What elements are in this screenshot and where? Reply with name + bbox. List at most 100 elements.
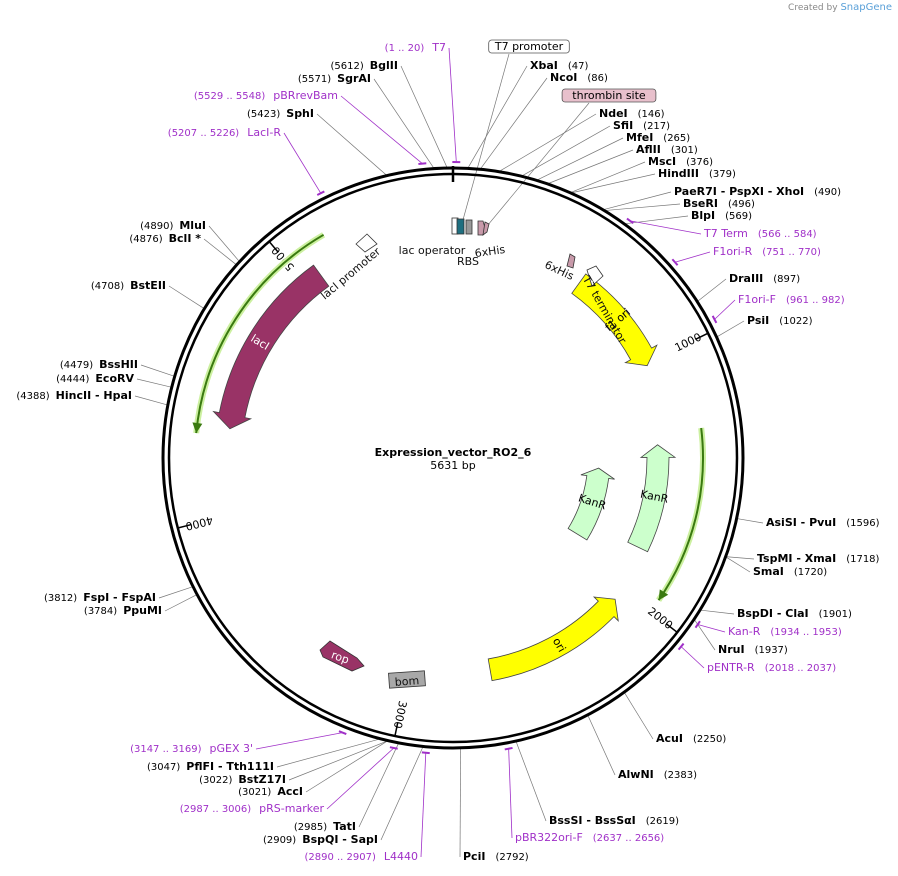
site-label: BseRI(496) [683,197,755,210]
site-leader-line [605,203,681,211]
small-feature-label: 6xHis [474,243,506,260]
site-leader-line [700,609,735,615]
site-leader-line [624,692,654,740]
site-label: BspDI - ClaI(1901) [737,607,852,620]
primer-position: (751 .. 770) [762,247,821,258]
site-label: BssSI - BssSαI(2619) [549,814,679,827]
site-position: (2985) [294,822,327,833]
tick-label: 1000 [673,330,704,354]
small-feature-label: lacI promoter [318,245,383,303]
primer-name: T7 Term [703,227,748,240]
site-enzyme-name: AsiSI - PvuI [766,516,836,529]
primer-leader-line [283,132,322,194]
site-label: (5571) SgrAI [298,72,371,85]
tick-mark [394,722,399,737]
tick-mark [665,623,678,633]
site-enzyme-name: MluI [179,219,206,232]
site-enzyme-name: BssHII [99,358,138,371]
site-position: (376) [686,157,713,168]
site-position: (5571) [298,74,331,85]
site-position: (1718) [846,554,879,565]
tick-mark [268,241,279,253]
site-position: (4876) [129,234,162,245]
snapgene-logo: SnapGene [840,2,892,13]
site-enzyme-name: BclI * [169,232,202,245]
primer-label: (1 .. 20)T7 [385,41,446,54]
site-enzyme-name: MscI [648,155,676,168]
site-label: (3022)BstZ17I [199,773,286,786]
callout-label: T7 promoter [494,40,564,53]
site-enzyme-name: NcoI [550,71,577,84]
site-label: (2985)TatI [294,820,356,833]
site-leader-line [136,378,171,388]
small-feature-label: RBS [457,255,479,268]
site-enzyme-name: AcuI [656,732,683,745]
primer-name: pBR322ori-F [515,831,583,844]
primer-bar [389,746,398,750]
site-leader-line [203,238,237,265]
site-position: (1720) [794,567,827,578]
site-enzyme-name: AlwNI [618,768,654,781]
primer-name: F1ori-R [713,245,753,258]
tick-mark [695,332,709,341]
primer-leader-line [448,47,457,163]
site-label: DraIII(897) [729,272,800,285]
small-feature-label: bom [394,674,419,689]
small-feature-label: lac operator [399,244,466,257]
callout-box [488,39,570,54]
plasmid-length: 5631 bp [430,459,475,472]
site-leader-line [140,364,174,377]
primer-label: T7 Term(566 .. 584) [703,227,817,240]
site-position: (4388) [16,391,49,402]
primer-bar [626,217,634,225]
primer-leader-line [340,95,423,164]
site-leader-line [168,285,204,309]
site-position: (897) [773,274,800,285]
site-leader-line [522,125,611,176]
primer-leader-line [630,220,702,235]
orf-line [195,233,325,434]
t7-terminator-arrow [586,265,604,287]
site-label: (4444)EcoRV [56,372,134,385]
primer-leader-line [680,646,705,669]
primer-bar [504,746,513,751]
primer-bar [421,751,430,755]
site-position: (265) [663,133,690,144]
site-enzyme-name: HincII - HpaI [56,389,132,402]
site-leader-line [571,161,646,193]
site-enzyme-name: SfiI [613,119,633,132]
site-leader-line [548,149,634,184]
site-enzyme-name: NdeI [599,107,628,120]
primer-position: (1934 .. 1953) [770,627,842,638]
site-position: (5612) [331,61,364,72]
site-position: (3047) [147,762,180,773]
site-leader-line [604,191,672,210]
primer-label: pBR322ori-F (2637 .. 2656) [515,831,664,844]
site-enzyme-name: SgrAI [337,72,371,85]
site-enzyme-name: NruI [718,643,745,656]
site-label: (4890)MluI [140,219,206,232]
site-position: (4479) [60,360,93,371]
site-label: SmaI(1720) [753,565,827,578]
primer-bar [711,315,718,324]
site-position: (2619) [646,816,679,827]
primer-leader-line [326,747,395,810]
site-enzyme-name: BglII [370,59,398,72]
feature-label: KanR [639,488,670,506]
site-enzyme-name: SphI [286,107,314,120]
site-leader-line [276,739,379,768]
site-label: (2909)BspQI - SapI [263,833,378,846]
site-position: (3021) [238,787,271,798]
primer-bar [677,642,685,651]
primer-position: (2637 .. 2656) [593,833,665,844]
primer-position: (1 .. 20) [385,43,425,54]
primer-leader-line [420,752,427,858]
primer-name: pENTR-R [707,661,755,674]
feature-arrow-ori [487,596,619,682]
primer-name: pRS-marker [259,802,324,815]
site-position: (3812) [44,593,77,604]
site-label: (3021)AccI [238,785,303,798]
site-position: (496) [728,199,755,210]
site-position: (2383) [664,770,697,781]
